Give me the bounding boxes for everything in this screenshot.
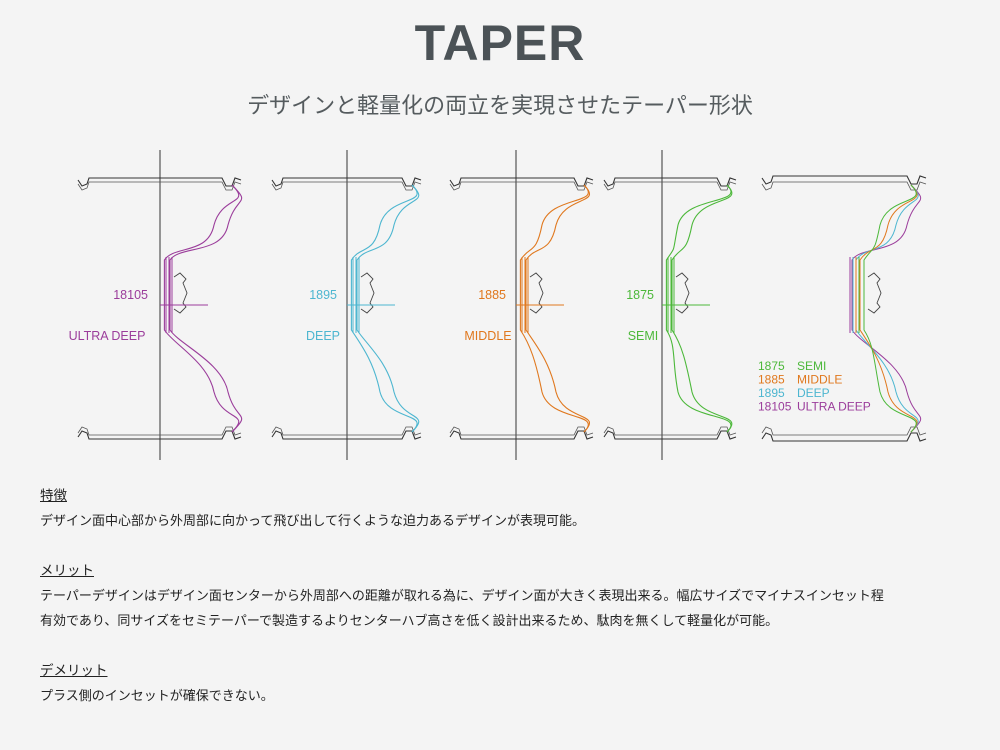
wheel-code-label: 1885 [478, 288, 506, 302]
wheel-profile-inner [163, 184, 240, 433]
wheel-rim-bottom-inner [77, 426, 242, 436]
wheel-hub-detail [675, 272, 690, 314]
wheel-name-label: MIDDLE [464, 329, 511, 343]
wheel-profile-outer [356, 184, 420, 433]
page-subtitle: デザインと軽量化の両立を実現させたテーパー形状 [247, 94, 753, 119]
wheel-name-label: SEMI [628, 329, 659, 343]
features-heading: 特徴 [40, 488, 67, 504]
legend-name: ULTRA DEEP [797, 400, 871, 414]
wheel-code-label: 18105 [113, 288, 148, 302]
wheel-rim-bottom-inner [449, 426, 594, 436]
wheel-rim-bottom [77, 430, 242, 440]
wheel-rim-top-inner [77, 181, 242, 191]
legend-code: 18105 [758, 400, 792, 414]
wheel-rim-top-inner [603, 181, 737, 191]
wheel-rim-bottom-inner [603, 426, 737, 436]
overlay-profile [863, 184, 917, 433]
overlay-profile [851, 184, 922, 433]
merits-heading: メリット [40, 563, 94, 579]
merits-section: メリット テーパーデザインはデザイン面センターから外周部への距離が取れる為に、デ… [40, 559, 884, 634]
merits-text-line: テーパーデザインはデザイン面センターから外周部への距離が取れる為に、デザイン面が… [40, 589, 884, 604]
legend-name: DEEP [797, 386, 830, 400]
wheel-hub-detail [529, 272, 544, 314]
wheel-rim-top [77, 177, 242, 187]
demerits-text-line: プラス側のインセットが確保できない。 [40, 689, 274, 704]
features-section: 特徴 デザイン面中心部から外周部に向かって飛び出して行くような迫力あるデザインが… [40, 484, 585, 534]
overlay-rim-bottom-inner [761, 426, 927, 436]
wheel-rim-bottom-inner [271, 426, 422, 436]
wheel-name-label: DEEP [306, 329, 340, 343]
overlay-rim-bottom [761, 432, 927, 442]
wheel-profile-inner [665, 184, 732, 433]
merits-text-line: 有効であり、同サイズをセミテーパーで製造するよりセンターハブ高さを低く設計出来る… [40, 614, 779, 629]
overlay-rim-top [761, 175, 927, 185]
overlay-rim-top-inner [761, 181, 927, 191]
wheel-profile-inner [519, 184, 589, 433]
wheel-rim-top [271, 177, 422, 187]
demerits-heading: デメリット [40, 663, 108, 679]
wheel-rim-top [449, 177, 594, 187]
wheel-hub-detail [173, 272, 188, 314]
legend-name: MIDDLE [797, 373, 842, 387]
wheel-name-label: ULTRA DEEP [69, 329, 146, 343]
wheel-rim-top-inner [271, 181, 422, 191]
wheel-code-label: 1875 [626, 288, 654, 302]
legend-code: 1895 [758, 386, 785, 400]
demerits-section: デメリット プラス側のインセットが確保できない。 [40, 659, 274, 709]
wheel-rim-bottom [271, 430, 422, 440]
overlay-profile [859, 184, 918, 433]
wheel-profile-inner [350, 184, 418, 433]
legend-code: 1875 [758, 359, 785, 373]
page-title: TAPER [414, 15, 586, 71]
wheel-profile-outer [169, 184, 243, 433]
wheel-rim-top [603, 177, 737, 187]
wheel-profile-outer [525, 184, 591, 433]
wheel-rim-bottom [603, 430, 737, 440]
wheel-rim-bottom [449, 430, 594, 440]
overlay-hub-detail [867, 272, 882, 314]
features-text-line: デザイン面中心部から外周部に向かって飛び出して行くような迫力あるデザインが表現可… [40, 514, 585, 529]
wheel-code-label: 1895 [309, 288, 337, 302]
overlay-profile [855, 184, 919, 433]
wheel-rim-top-inner [449, 181, 594, 191]
wheel-hub-detail [360, 272, 375, 314]
wheel-profile-outer [671, 184, 733, 433]
legend-name: SEMI [797, 359, 826, 373]
legend-code: 1885 [758, 373, 785, 387]
